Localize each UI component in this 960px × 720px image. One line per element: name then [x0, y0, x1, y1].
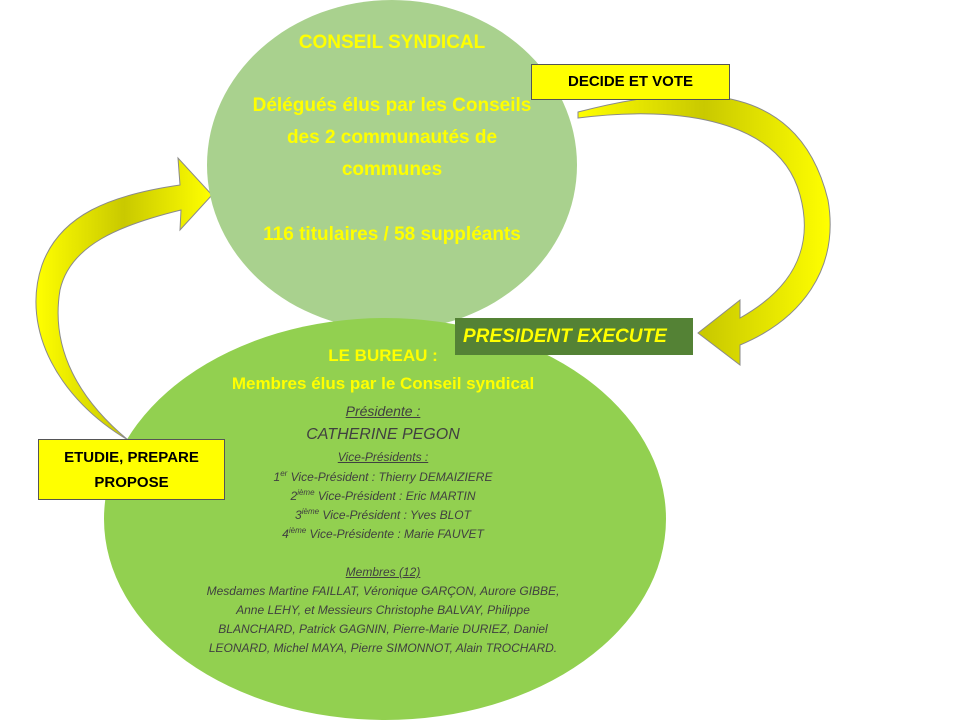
vp-line-3: 3ième Vice-Président : Yves BLOT	[295, 507, 471, 522]
members-label: Membres (12)	[345, 565, 421, 579]
vp-line-4: 4ième Vice-Présidente : Marie FAUVET	[282, 526, 484, 541]
decide-label-box: DECIDE ET VOTE	[531, 64, 730, 100]
presidente-name: CATHERINE PEGON	[306, 426, 460, 443]
presidente-label: Présidente :	[345, 403, 421, 419]
members-line-1: Mesdames Martine FAILLAT, Véronique GARÇ…	[206, 584, 560, 598]
members-line-3: BLANCHARD, Patrick GAGNIN, Pierre-Marie …	[218, 622, 548, 636]
vp-line-2: 2ième Vice-Président : Eric MARTIN	[290, 488, 476, 503]
conseil-desc-line-1: Délégués élus par les Conseils	[252, 95, 532, 116]
bureau-subtitle: Membres élus par le Conseil syndical	[231, 374, 535, 393]
bureau-ellipse	[104, 318, 666, 720]
members-line-4: LEONARD, Michel MAYA, Pierre SIMONNOT, A…	[208, 641, 558, 655]
vp-line-1: 1er Vice-Président : Thierry DEMAIZIERE	[273, 469, 493, 484]
right-curved-arrow	[577, 94, 831, 367]
bureau-header: LE BUREAU : Membres élus par le Conseil …	[160, 346, 606, 406]
left-curved-arrow	[35, 156, 213, 441]
conseil-title: CONSEIL SYNDICAL	[298, 32, 486, 53]
conseil-desc-line-2: des 2 communautés de	[286, 127, 498, 148]
members-line-2: Anne LEHY, et Messieurs Christophe BALVA…	[236, 603, 530, 617]
etudie-label-box: ETUDIE, PREPARE PROPOSE	[38, 439, 225, 500]
decide-label: DECIDE ET VOTE	[567, 73, 694, 90]
etudie-label-line-1: ETUDIE, PREPARE	[64, 449, 199, 466]
conseil-counts: 116 titulaires / 58 suppléants	[263, 224, 521, 245]
conseil-desc-line-3: communes	[341, 159, 443, 180]
president-label: PRESIDENT EXECUTE	[463, 326, 667, 347]
conseil-text-block: CONSEIL SYNDICAL Délégués élus par les C…	[207, 32, 577, 292]
conseil-syndical-ellipse	[207, 0, 577, 330]
president-label-box: PRESIDENT EXECUTE	[455, 318, 693, 355]
bureau-title: LE BUREAU :	[328, 346, 438, 365]
etudie-label-line-2: PROPOSE	[94, 474, 169, 491]
vp-label: Vice-Présidents :	[337, 450, 429, 464]
